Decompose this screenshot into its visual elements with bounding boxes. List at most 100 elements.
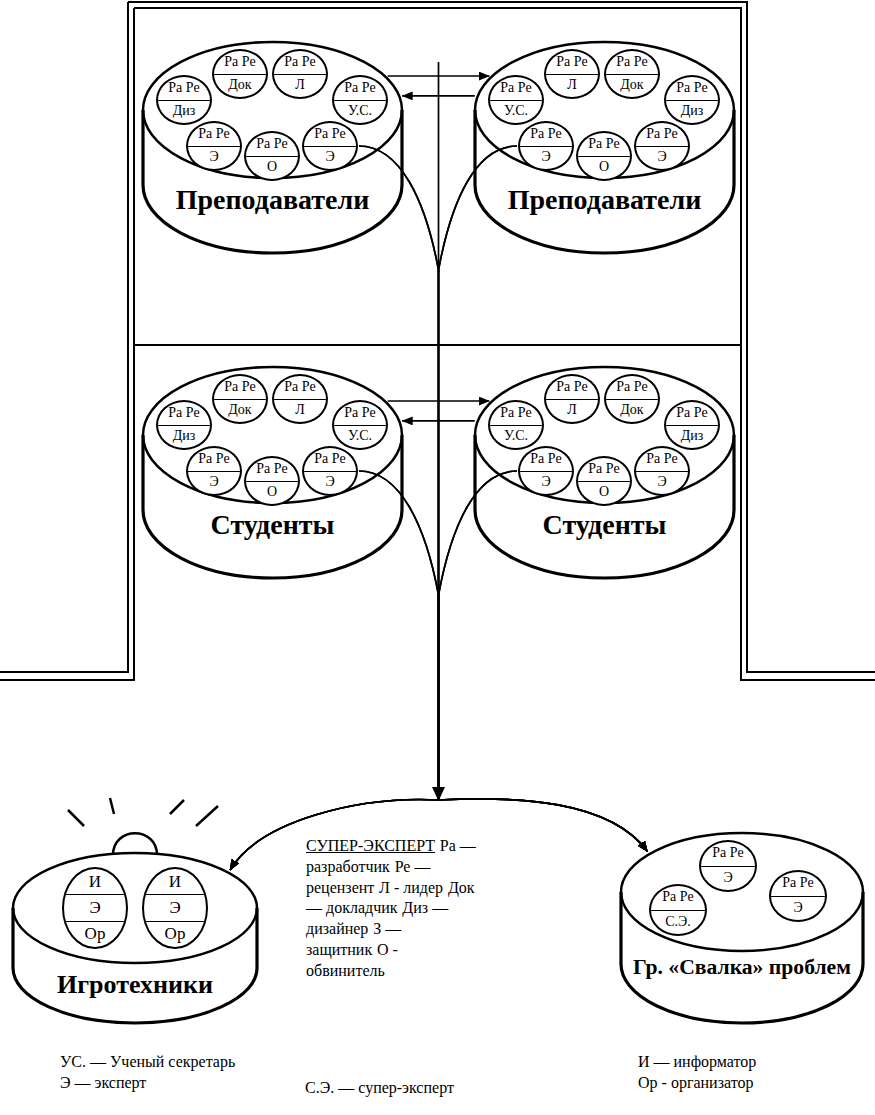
role-text: Ра Ре (224, 380, 255, 395)
role-text: Ра Ре (256, 137, 287, 152)
role-circle: Ра РеУ.С. (332, 75, 388, 125)
role-circle: Ра Ре Э (186, 446, 242, 496)
note-text: Ор - организатор (638, 1073, 858, 1094)
role-text: Ра Ре (588, 462, 619, 477)
circle-band: У.С. (490, 425, 542, 449)
role-circle: Ра Ре Л (272, 49, 328, 99)
role-text: Ра Ре (224, 55, 255, 70)
role-text: Ра Ре (712, 846, 743, 861)
circle-band: Ра Ре (246, 458, 298, 481)
role-text: Л (567, 403, 577, 418)
circle-band: Л (546, 74, 598, 98)
role-circle: Ра РеДиз (156, 400, 212, 450)
role-circle: Ра РеЛ (544, 49, 600, 99)
cylinder-group: СтудентыРа РеУ.С.Ра РеЛРа РеДокРа РеДизР… (472, 365, 737, 582)
circle-band: У.С. (490, 100, 542, 124)
role-text: Ра Ре (284, 55, 315, 70)
role-text: Л (567, 78, 577, 93)
inner-frame-line (134, 8, 875, 680)
circle-band: Ра Ре (246, 133, 298, 156)
circle-band: Э (188, 471, 240, 495)
circle-band: Ра Ре (490, 77, 542, 100)
role-circle: Ра РеЭ (302, 446, 358, 496)
circle-band: Ра Ре (578, 458, 630, 481)
role-text: Ор (165, 925, 186, 943)
circle-band: Э (701, 866, 755, 891)
circle-band: Ра Ре (606, 51, 658, 74)
cylinder-label-holder: Студенты (140, 510, 405, 541)
role-text: Л (295, 403, 305, 418)
circle-band: Л (274, 399, 326, 423)
role-text: Док (228, 78, 251, 93)
cylinder-label: Гр. «Свалка» проблем (633, 956, 851, 980)
role-text: Л (295, 78, 305, 93)
circle-band: У.С. (334, 100, 386, 124)
circle-band: Док (214, 399, 266, 423)
circle-band: Ра Ре (666, 402, 718, 425)
role-text: Диз (681, 429, 704, 444)
role-circle: Ра РеЭ (518, 446, 574, 496)
circle-band: Ор (144, 921, 206, 947)
role-text: У.С. (348, 104, 372, 119)
role-circle: Ра Ре Док (212, 49, 268, 99)
role-text: Ра Ре (616, 55, 647, 70)
circle-band: Ра Ре (606, 376, 658, 399)
role-circle: Ра Ре Док (212, 374, 268, 424)
circle-band: Ра Ре (701, 842, 755, 866)
role-text: Ра Ре (198, 452, 229, 467)
circle-band: Док (606, 399, 658, 423)
cylinder-outline (10, 850, 260, 1027)
role-circle: Ра РеО (576, 131, 632, 181)
cylinder-label: Преподаватели (176, 185, 370, 216)
role-text: Э (723, 871, 732, 886)
cylinder-label-holder: Студенты (472, 510, 737, 541)
role-text: Э (541, 475, 550, 490)
role-text: Э (325, 150, 334, 165)
role-text: Ра Ре (530, 127, 561, 142)
role-text: И (89, 873, 101, 891)
lamp-dome (113, 833, 157, 855)
role-circle: Ра РеЛ (272, 374, 328, 424)
role-text: Ра Ре (168, 406, 199, 421)
role-circle: Ра РеЭ (634, 446, 690, 496)
role-circle: Ра Ре Диз (156, 75, 212, 125)
circle-band: Э (144, 894, 206, 920)
role-circle: Ра РеЭ (518, 121, 574, 171)
circle-band: Ра Ре (214, 51, 266, 74)
circle-band: Диз (158, 100, 210, 124)
role-circle: Ра РеДиз (664, 75, 720, 125)
circle-band: О (578, 481, 630, 505)
role-circle: Ра РеУ.С. (332, 400, 388, 450)
circle-band: Ра Ре (158, 402, 210, 425)
circle-band: Ра Ре (546, 376, 598, 399)
cylinder-group: Гр. «Свалка» проблемРа РеЭРа РеЭРа РеС.Э… (618, 830, 866, 1027)
trunk-line (438, 62, 440, 272)
cylinder-label-holder: Преподаватели (472, 185, 737, 216)
role-text: Ра Ре (314, 127, 345, 142)
connector-arrow (402, 95, 475, 97)
role-circle: Ра Ре Э (302, 121, 358, 171)
role-text: О (267, 485, 277, 500)
role-text: Ра Ре (168, 81, 199, 96)
circle-band: Диз (666, 425, 718, 449)
role-circle: ИЭОр (62, 867, 128, 949)
circle-band: У.С. (334, 425, 386, 449)
note-text: УС. — Ученый секретарь (60, 1052, 320, 1073)
role-text: Э (793, 901, 802, 916)
role-text: Ра Ре (616, 380, 647, 395)
circle-band: Ра Ре (636, 123, 688, 146)
circle-band: Ра Ре (636, 448, 688, 471)
role-circle: Ра Ре О (576, 456, 632, 506)
legend-note: СУПЕР-ЭКСПЕРТРа — разработчикРе — реценз… (306, 836, 478, 982)
role-text: Ра Ре (782, 876, 813, 891)
cylinder-label: Студенты (543, 510, 667, 541)
circle-band: Э (520, 471, 572, 495)
circle-band: О (246, 481, 298, 505)
connector-arrow (388, 75, 490, 77)
role-text: Ра Ре (676, 406, 707, 421)
role-text: Э (169, 899, 180, 917)
role-circle: Ра РеДок (604, 49, 660, 99)
role-circle: ИЭОр (142, 867, 208, 949)
circle-band: Ра Ре (274, 51, 326, 74)
